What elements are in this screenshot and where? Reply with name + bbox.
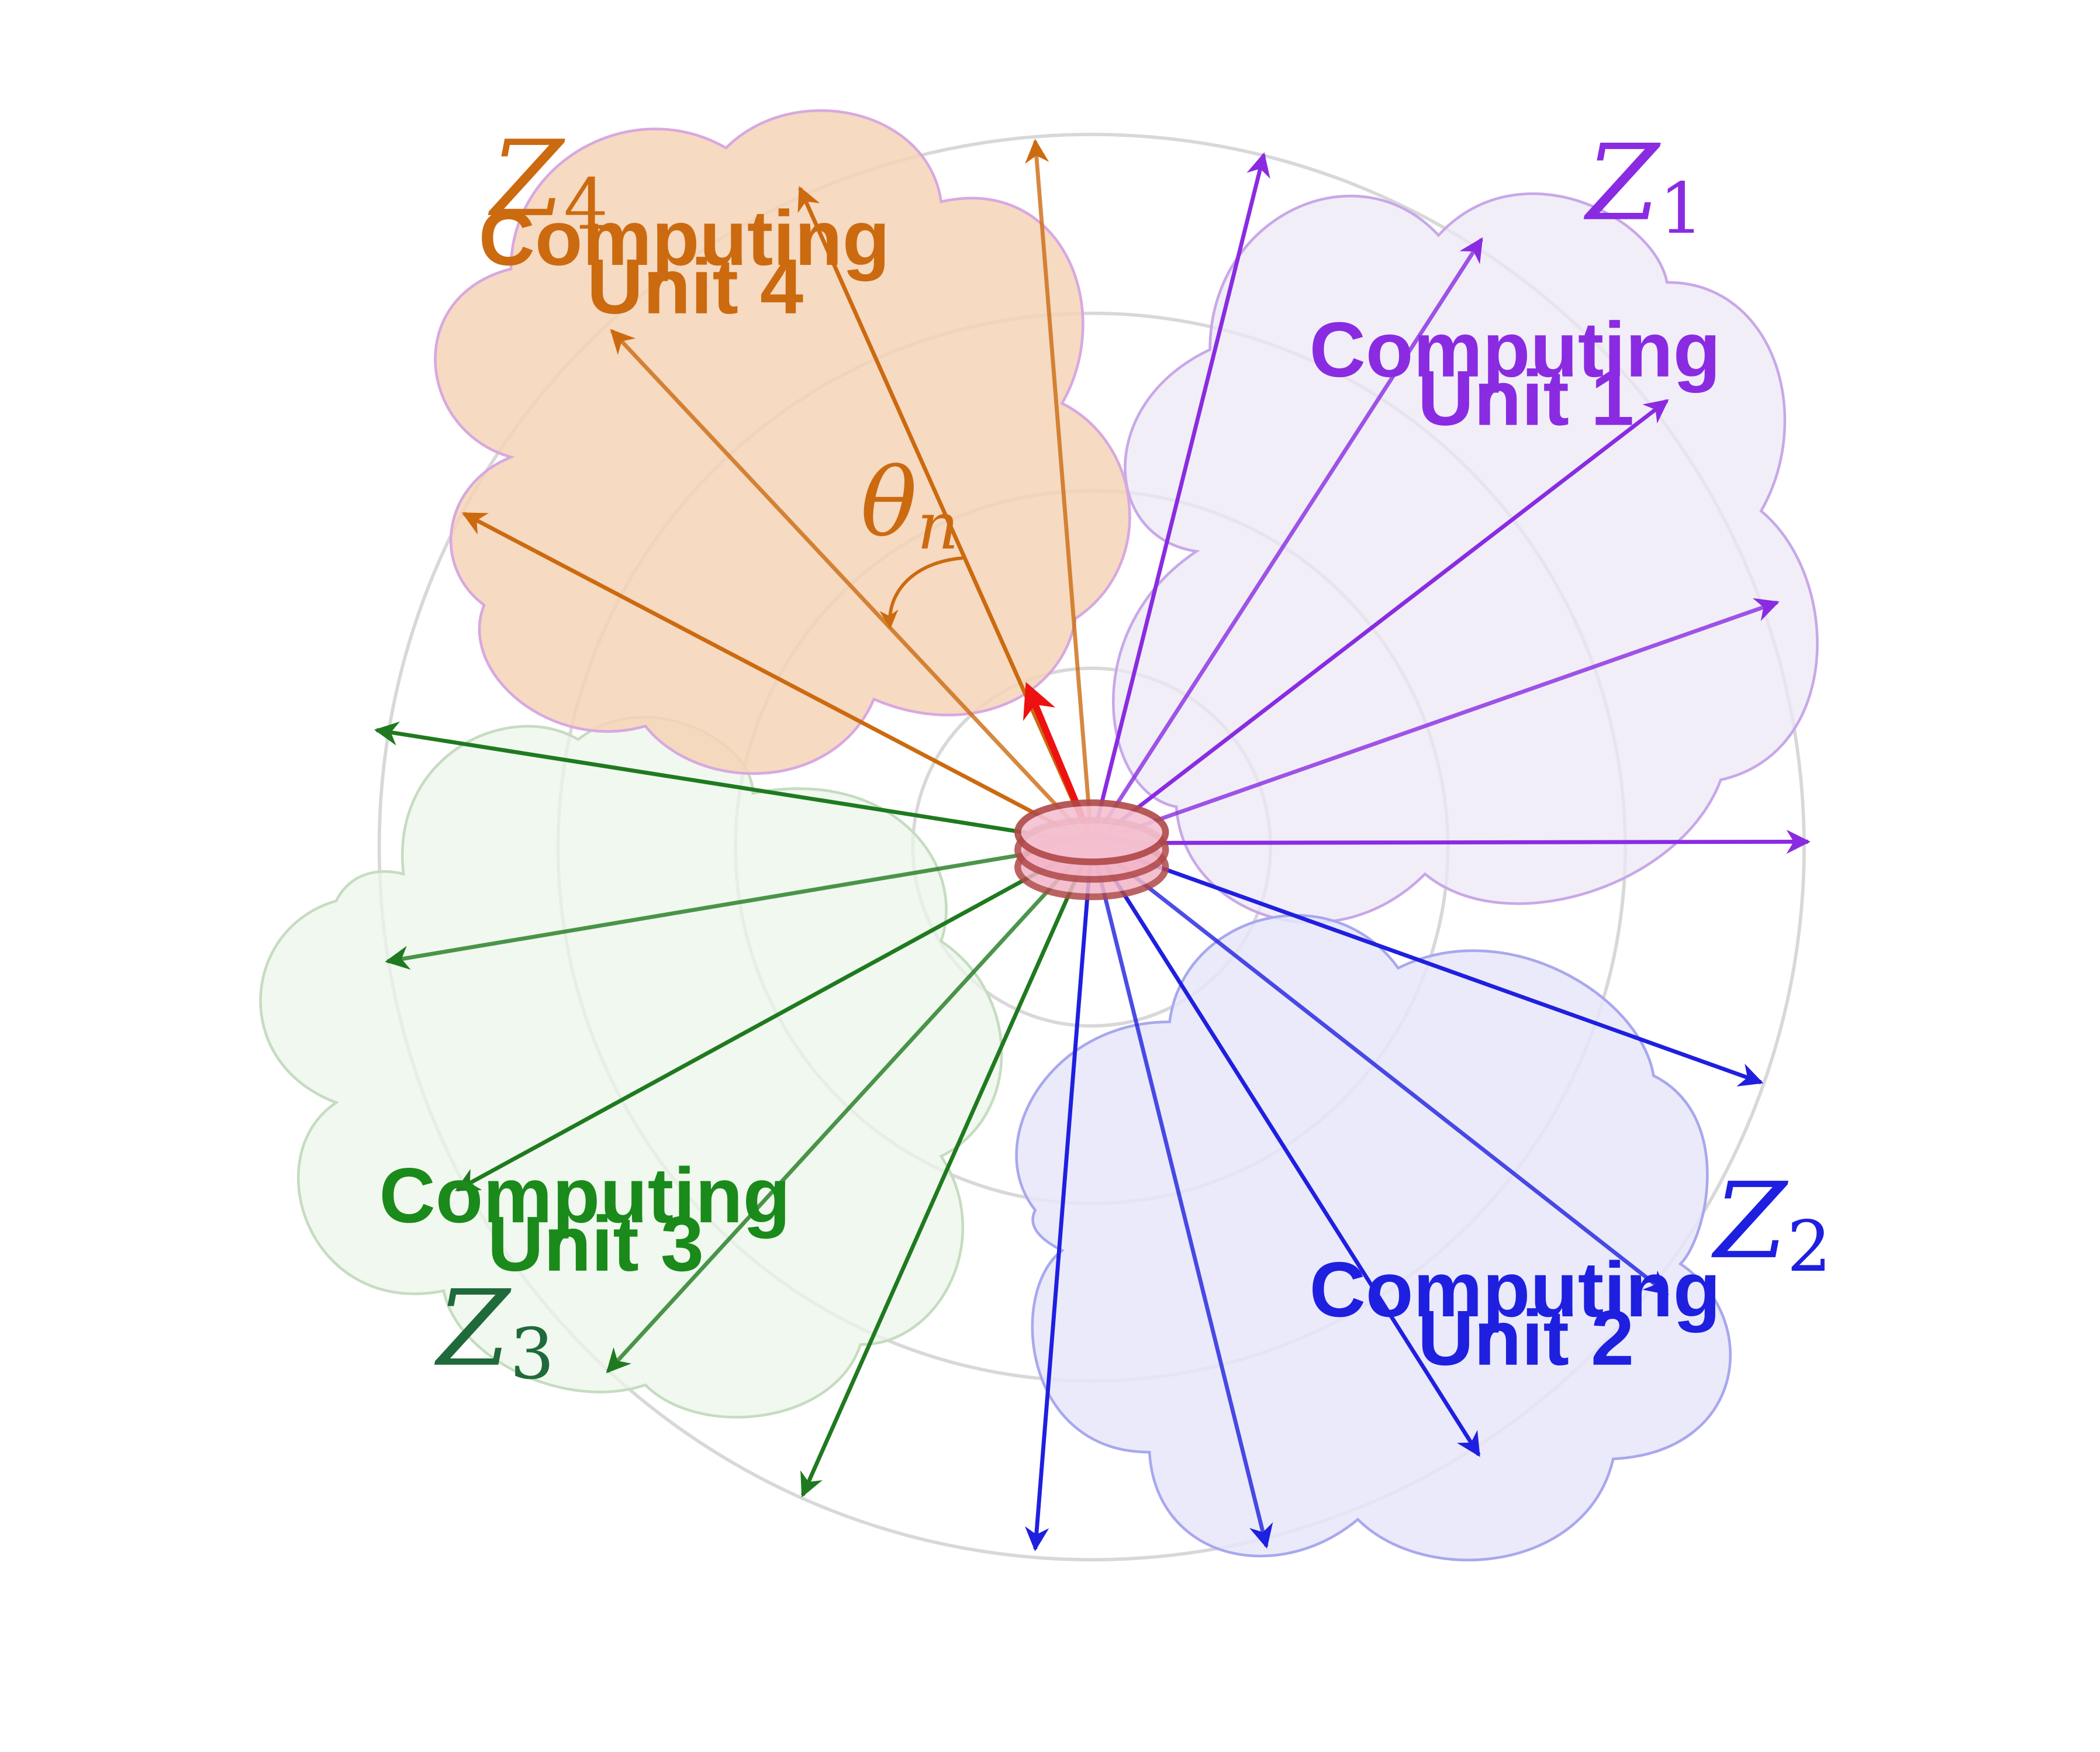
cloud-zone-4 bbox=[434, 109, 1131, 775]
unit4-beam-arrow-4 bbox=[1025, 139, 1094, 843]
unit-1-label: Computing Unit 1 bbox=[1310, 306, 1743, 442]
unit2-beam-arrow-4 bbox=[1089, 842, 1273, 1549]
unit4-beam-arrow-1 bbox=[461, 512, 1093, 845]
unit2-beam-arrow-3 bbox=[1090, 841, 1481, 1457]
unit1-beam-arrow-4 bbox=[1091, 598, 1780, 845]
unit3-beam-arrow-4 bbox=[385, 841, 1092, 970]
unit1-beam-arrow-3 bbox=[1090, 399, 1669, 845]
unit-4-label: Computing Unit 4 bbox=[479, 195, 912, 330]
unit3-beam-arrow-2 bbox=[606, 841, 1093, 1374]
unit-3-label: Computing Unit 3 bbox=[379, 1152, 813, 1288]
unit4-beam-arrow-3 bbox=[797, 186, 1094, 844]
unit1-beam-arrow-2 bbox=[1090, 237, 1483, 844]
unit-2-label: Computing Unit 2 bbox=[1310, 1246, 1743, 1382]
unit1-beam-arrow-5 bbox=[1092, 829, 1811, 854]
unit3-beam-arrow-5 bbox=[374, 721, 1092, 846]
cloud-zone-2 bbox=[1015, 913, 1732, 1561]
zone-2-label: Z2 bbox=[1711, 1161, 1832, 1288]
angle-arc bbox=[879, 556, 963, 629]
unit3-beam-arrow-1 bbox=[800, 842, 1094, 1498]
unit-labels: Computing Unit 1 Computing Unit 2 Comput… bbox=[379, 195, 1743, 1382]
array-antenna-icon bbox=[1014, 799, 1169, 901]
zone-4-label: Z4 bbox=[488, 119, 608, 246]
unit3-beam-arrow-3 bbox=[455, 841, 1093, 1192]
unit2-beam-arrow-5 bbox=[1025, 843, 1094, 1551]
unit1-beam-arrow-1 bbox=[1089, 152, 1270, 844]
zone-1-label: Z1 bbox=[1583, 123, 1704, 250]
unit4-beam-arrow-2 bbox=[610, 329, 1093, 845]
cloud-zone-3 bbox=[259, 716, 1003, 1419]
angle-label: θn bbox=[861, 448, 959, 564]
zone-3-label: Z3 bbox=[434, 1268, 555, 1395]
beam-arrows bbox=[374, 139, 1811, 1551]
zone-labels: Z1 Z2 Z3 Z4 bbox=[434, 119, 1832, 1395]
unit2-beam-arrow-1 bbox=[1091, 841, 1764, 1087]
unit2-beam-arrow-2 bbox=[1090, 841, 1669, 1295]
